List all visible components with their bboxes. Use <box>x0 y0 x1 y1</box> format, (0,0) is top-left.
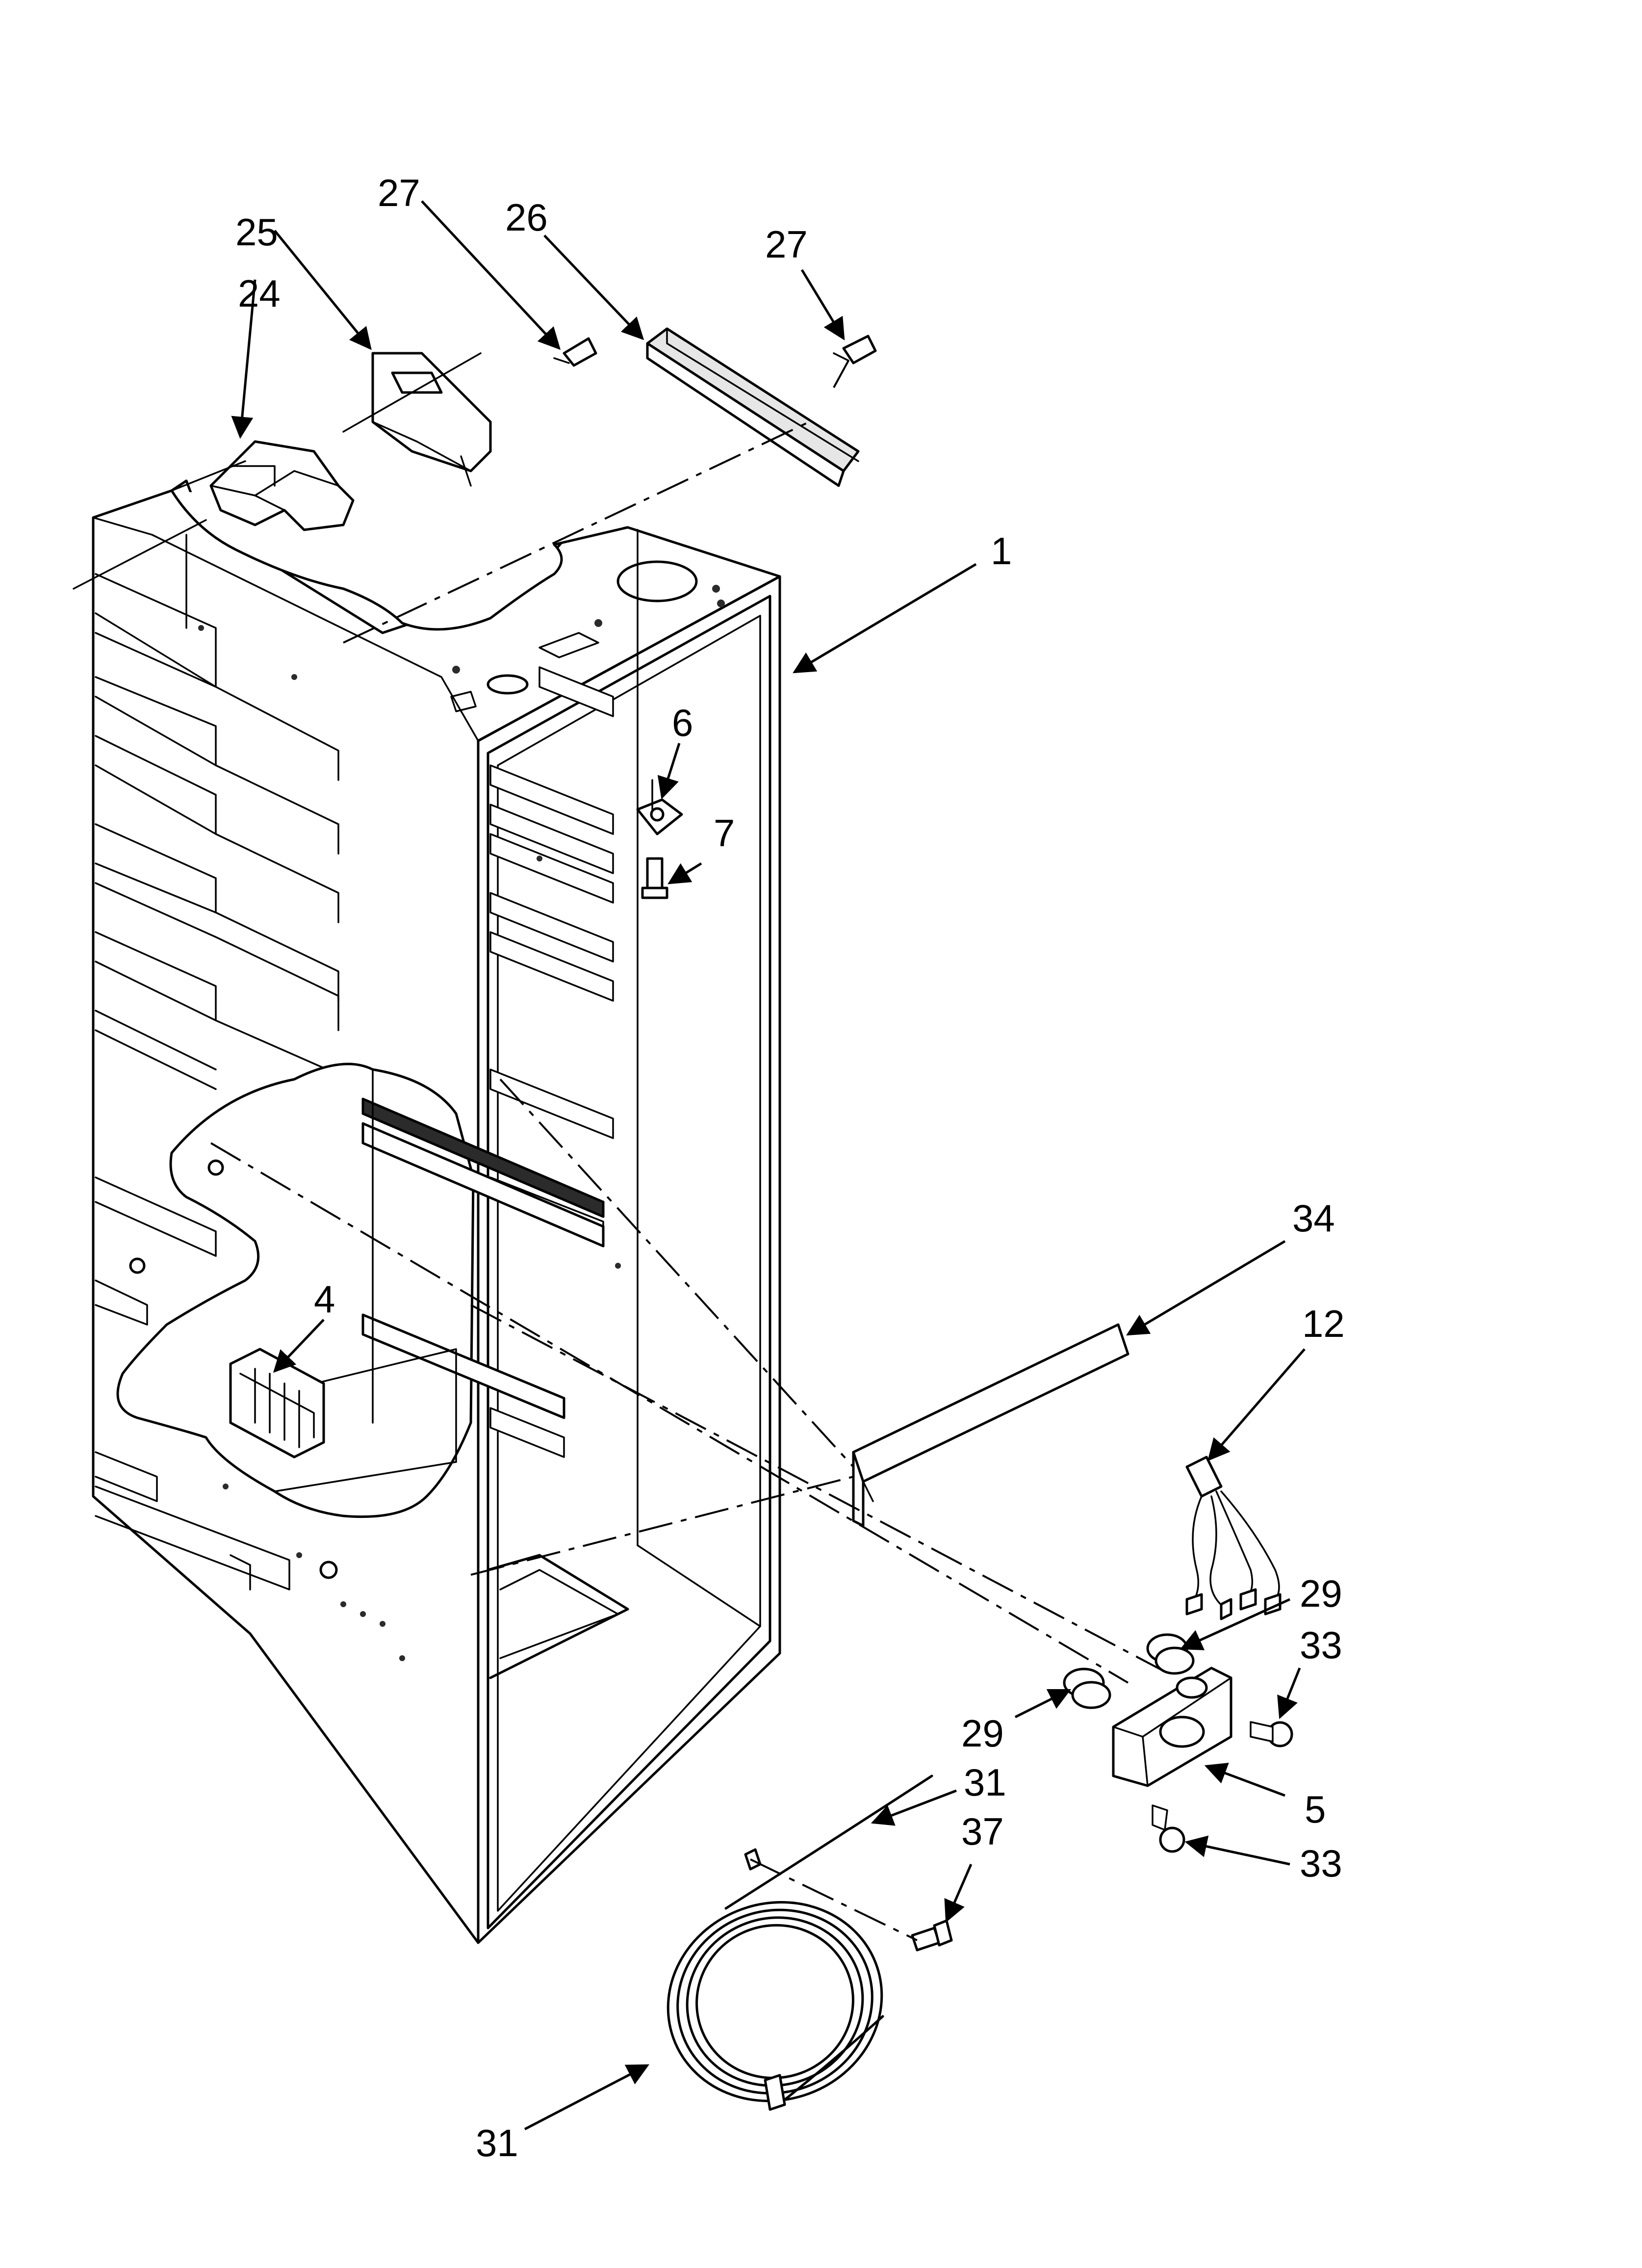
part-24-control-housing <box>73 440 355 590</box>
callout-31-upper: 31 <box>964 1761 1006 1804</box>
part-31-tubing-coil <box>667 1774 933 2111</box>
callout-7: 7 <box>714 811 735 855</box>
part-25-bracket <box>342 352 492 487</box>
part-33-screw-lower <box>1152 1804 1185 1853</box>
part-26-channel <box>646 327 860 487</box>
leader-lines <box>231 200 1306 2131</box>
refrigerator-liner <box>92 479 781 1944</box>
part-33-screw-upper <box>1250 1721 1293 1747</box>
center-lines <box>210 360 1168 1941</box>
part-29-knob-upper <box>1146 1633 1195 1675</box>
part-5-control-box <box>1112 1667 1232 1787</box>
part-37-screw <box>911 1919 953 1952</box>
callout-12: 12 <box>1302 1302 1345 1345</box>
callout-5: 5 <box>1305 1788 1326 1831</box>
callout-34: 34 <box>1292 1197 1335 1240</box>
part-27-screw-left <box>553 337 597 367</box>
callout-25: 25 <box>235 210 278 254</box>
callout-29-lower: 29 <box>961 1712 1004 1755</box>
part-27-screw-right <box>833 335 877 365</box>
callout-6: 6 <box>672 701 693 744</box>
callout-27-right: 27 <box>765 223 808 266</box>
callout-27-left: 27 <box>378 171 420 214</box>
callout-labels: 1 24 25 27 26 27 6 7 4 34 12 29 33 29 5 … <box>235 171 1345 2164</box>
callout-24: 24 <box>238 272 281 315</box>
callout-33-lower: 33 <box>1300 1842 1342 1885</box>
part-4-grille <box>229 1348 325 1459</box>
callout-1: 1 <box>991 529 1012 573</box>
part-6-clip <box>636 779 683 835</box>
inner-shelf-ribs <box>489 666 614 1458</box>
part-7-screw <box>641 857 668 899</box>
part-12-wire-harness <box>1185 1456 1282 1620</box>
part-29-knob-lower <box>1063 1668 1111 1709</box>
part-34-cover <box>852 1323 1129 1527</box>
callout-4: 4 <box>314 1277 335 1321</box>
callout-29-upper: 29 <box>1300 1572 1342 1615</box>
callout-33-upper: 33 <box>1300 1623 1342 1667</box>
callout-26: 26 <box>505 196 548 239</box>
callout-37: 37 <box>961 1810 1004 1853</box>
callout-31-lower: 31 <box>476 2121 518 2164</box>
